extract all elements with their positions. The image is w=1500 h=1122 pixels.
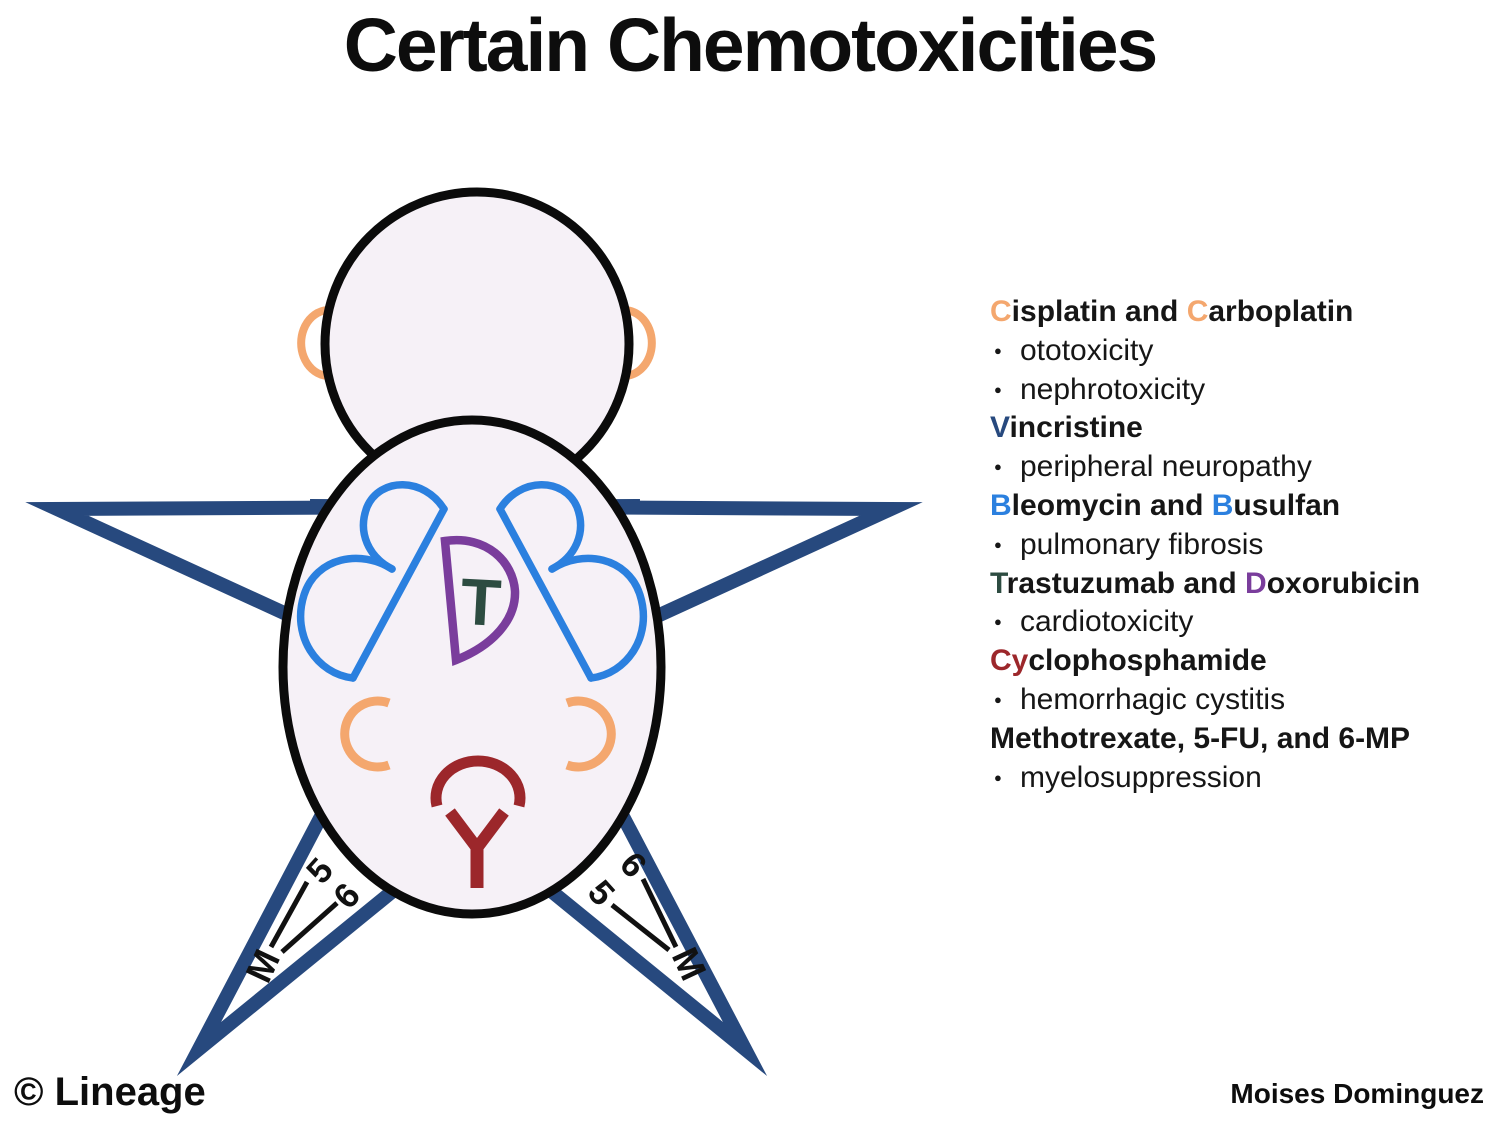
bladder-c-arc — [430, 755, 526, 808]
legend-toxicity-text: myelosuppression — [1020, 760, 1262, 794]
right-lung-spine — [496, 505, 595, 682]
legend-drug-text: Methotrexate, 5-FU, and 6-MP — [990, 721, 1411, 755]
left-leg-line-6 — [280, 901, 339, 954]
legend-toxicity-item: ● nephrotoxicity — [990, 371, 1420, 410]
legend-toxicity-item: ● myelosuppression — [990, 759, 1420, 798]
legend-drug-header: Trastuzumab and Doxorubicin — [990, 565, 1420, 604]
right-lung-lower-lobe — [548, 554, 648, 682]
legend-drug-text: D — [1245, 566, 1267, 600]
legend-drug-text: V — [990, 411, 1010, 445]
right-lung-upper-lobe — [496, 481, 585, 573]
right-lung-b-shape — [496, 481, 648, 682]
right-leg-lines — [610, 877, 679, 952]
legend-toxicity-text: peripheral neuropathy — [1020, 450, 1312, 484]
legend-toxicity-text: pulmonary fibrosis — [1020, 527, 1264, 561]
left-leg-line-5 — [268, 880, 310, 949]
legend-drug-header: Vincristine — [990, 409, 1420, 448]
heart-t-letter: T — [459, 564, 503, 640]
legend-drug-text: arboplatin — [1208, 295, 1354, 328]
right-leg — [540, 782, 768, 1077]
author-credit: Moises Dominguez — [1230, 1078, 1484, 1109]
legend-drug-text: rastuzumab and — [1006, 566, 1246, 600]
lungs — [296, 481, 648, 682]
bullet-icon: ● — [994, 342, 1002, 358]
legend-drug-header: Methotrexate, 5-FU, and 6-MP — [990, 720, 1420, 759]
legend-drug-text: usulfan — [1233, 488, 1341, 522]
legend-toxicity-item: ● pulmonary fibrosis — [990, 526, 1420, 565]
bullet-icon: ● — [994, 381, 1002, 397]
left-kidney-c-shape — [340, 696, 391, 772]
legend-drug-header: Cisplatin and Carboplatin — [990, 293, 1420, 332]
bladder-cy-shape — [430, 755, 526, 888]
legend-drug-text: C — [1186, 295, 1209, 328]
legend-toxicity-text: ototoxicity — [1020, 333, 1154, 367]
legend-drug-text: leomycin and — [1011, 488, 1212, 522]
legend-drug-header: Cyclophosphamide — [990, 642, 1420, 681]
legend-drug-text: B — [1211, 488, 1234, 522]
bullet-icon: ● — [994, 536, 1002, 552]
right-leg-line-6 — [640, 877, 679, 949]
bullet-icon: ● — [994, 614, 1002, 630]
left-lung-lower-lobe — [296, 554, 396, 682]
left-leg-lines — [268, 880, 339, 954]
legend-drug-text: clophosphamide — [1028, 644, 1267, 678]
legend-toxicity-text: hemorrhagic cystitis — [1020, 682, 1286, 716]
legend-toxicity-text: nephrotoxicity — [1020, 372, 1206, 406]
bullet-icon: ● — [994, 769, 1002, 785]
toxicity-legend: Cisplatin and Carboplatin ● ototoxicity ● ne… — [990, 293, 1420, 797]
legend-drug-header: Bleomycin and Busulfan — [990, 487, 1420, 526]
page-title: Certain Chemotoxicities — [343, 3, 1159, 87]
copyright: © Lineage — [14, 1070, 206, 1114]
legend-drug-text: Cy — [990, 644, 1029, 678]
torso — [278, 415, 666, 919]
left-lung-b-shape — [296, 481, 448, 682]
legend-toxicity-text: cardiotoxicity — [1020, 605, 1194, 639]
right-leg-line-5 — [610, 903, 671, 952]
legend-toxicity-item: ● cardiotoxicity — [990, 603, 1420, 642]
legend-drug-text: oxorubicin — [1266, 566, 1421, 600]
right-ear-c-shape — [615, 306, 656, 380]
legend-drug-text: B — [990, 488, 1012, 522]
left-leg — [176, 782, 404, 1077]
legend-drug-text: T — [990, 566, 1007, 600]
bullet-icon: ● — [994, 691, 1002, 707]
legend-drug-text: C — [990, 295, 1012, 328]
left-lung-spine — [349, 505, 448, 682]
legend-toxicity-item: ● peripheral neuropathy — [990, 448, 1420, 487]
left-lung-upper-lobe — [359, 481, 448, 573]
legend-toxicity-item: ● ototoxicity — [990, 332, 1420, 371]
legend-drug-text: isplatin and — [1011, 295, 1187, 328]
legend-drug-text: incristine — [1009, 411, 1143, 445]
left-ear-c-shape — [297, 306, 338, 380]
heart-d-shape — [440, 535, 520, 667]
right-kidney-c-shape — [565, 696, 616, 772]
bullet-icon: ● — [994, 459, 1002, 475]
legend-toxicity-item: ● hemorrhagic cystitis — [990, 681, 1420, 720]
